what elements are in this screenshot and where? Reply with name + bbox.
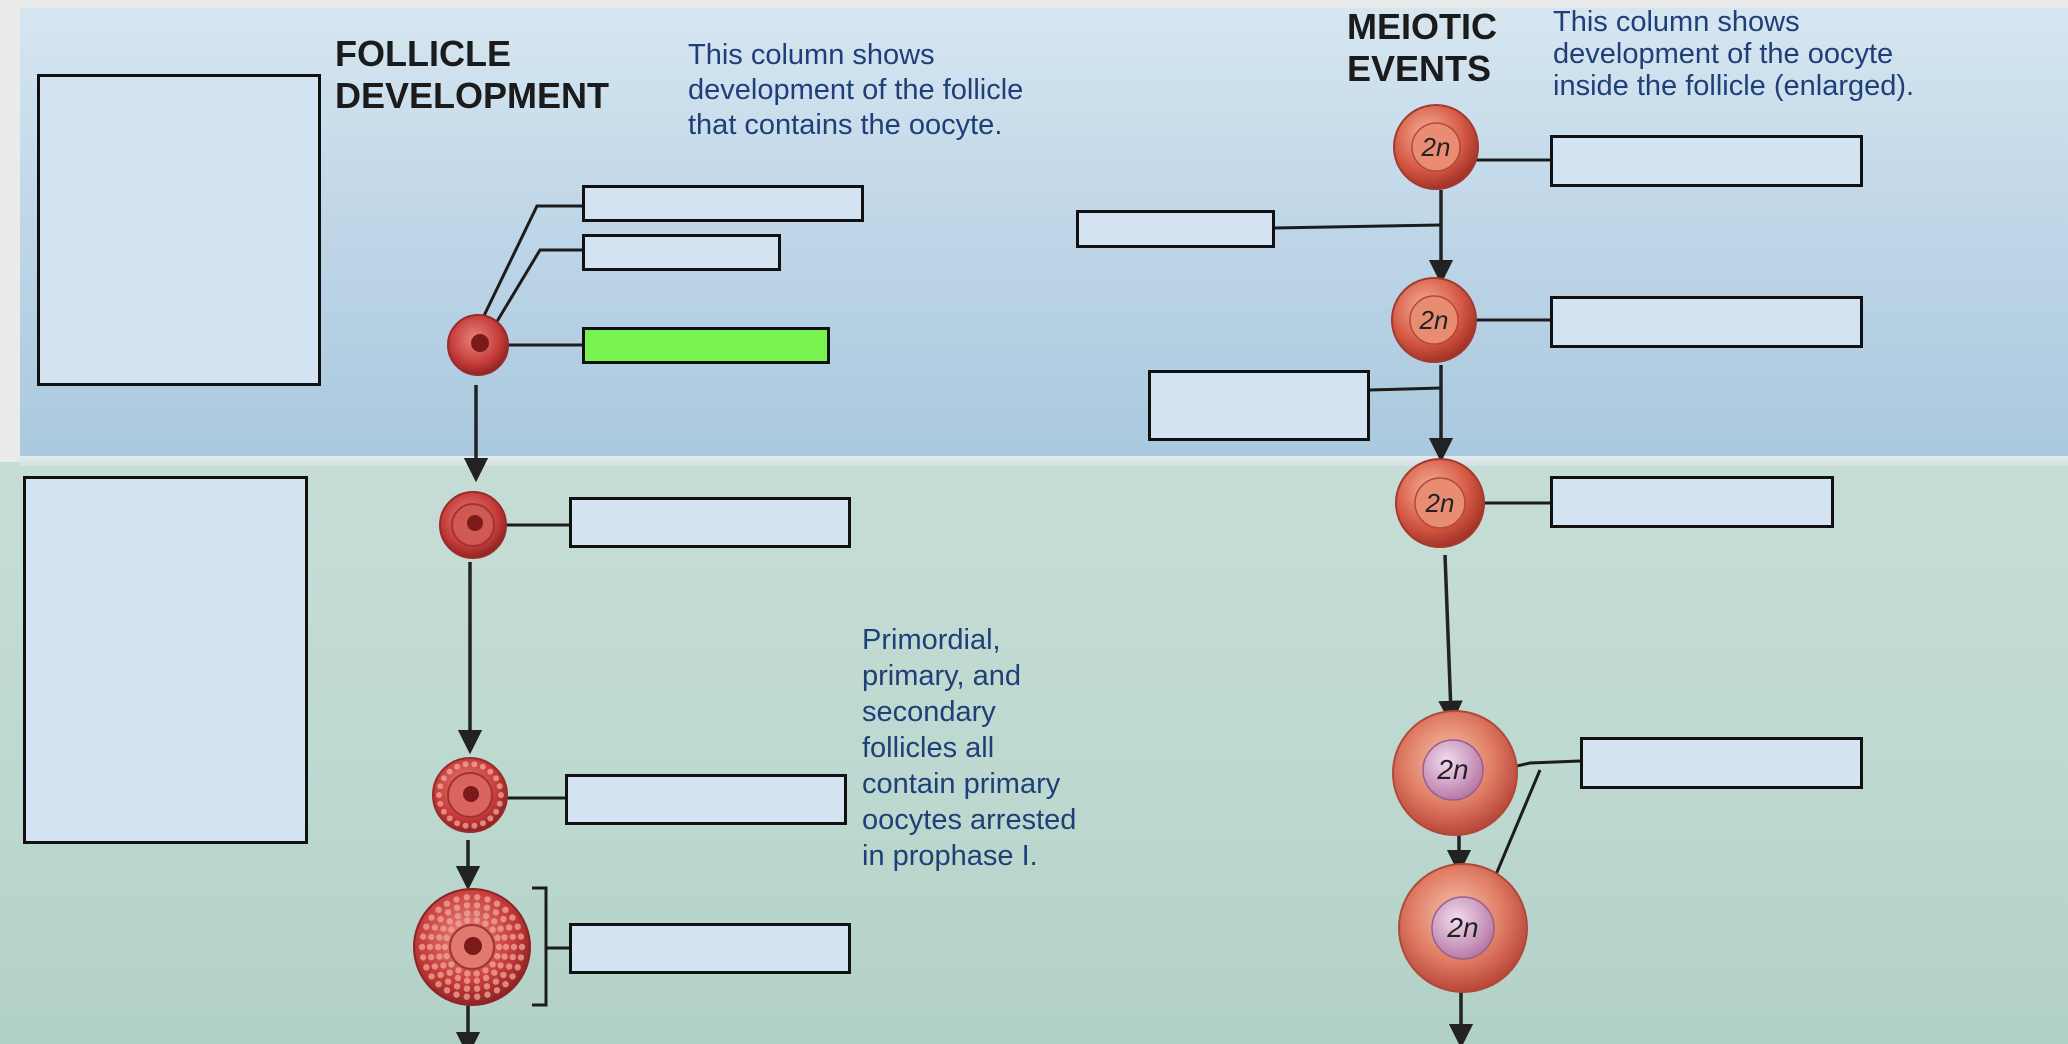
note-line: contain primary bbox=[862, 768, 1061, 800]
note-line: primary, and bbox=[862, 660, 1022, 692]
oocyte-label: 2n bbox=[1436, 754, 1468, 785]
meiotic-label-box-3[interactable] bbox=[1550, 476, 1834, 528]
stage-label-box-lower[interactable] bbox=[23, 476, 308, 844]
oocyte-4: 2n bbox=[1392, 710, 1518, 836]
oocyte-2: 2n bbox=[1391, 277, 1477, 363]
primary-follicle bbox=[439, 491, 507, 559]
follicle-label-box-growing[interactable] bbox=[569, 923, 851, 974]
meiotic-side-box-2[interactable] bbox=[1148, 370, 1370, 441]
oocyte-3: 2n bbox=[1395, 458, 1485, 548]
meiotic-connectors bbox=[1273, 158, 1581, 885]
follicle-label-box-primordial-highlighted[interactable] bbox=[582, 327, 830, 364]
granulosa-cells bbox=[436, 761, 504, 829]
bracket-line bbox=[532, 886, 548, 1007]
oocyte-5: 2n bbox=[1398, 863, 1528, 993]
stage-label-box-upper[interactable] bbox=[37, 74, 321, 386]
meiotic-events-heading: MEIOTIC EVENTS bbox=[1347, 6, 1497, 90]
note-line: Primordial, bbox=[862, 624, 1001, 656]
meiotic-side-box-1[interactable] bbox=[1076, 210, 1275, 248]
meiotic-label-box-4[interactable] bbox=[1580, 737, 1863, 789]
follicle-label-box-primary[interactable] bbox=[569, 497, 851, 548]
note-line: secondary bbox=[862, 696, 996, 728]
secondary-follicle bbox=[432, 757, 508, 833]
note-line: oocytes arrested bbox=[862, 804, 1077, 836]
heading-line: FOLLICLE bbox=[335, 33, 511, 74]
flow-arrow bbox=[1438, 554, 1463, 726]
note-line: This column shows bbox=[1553, 6, 1800, 38]
connector-line bbox=[1368, 386, 1442, 392]
note-line: development of the oocyte bbox=[1553, 38, 1894, 70]
follicle-label-box-2[interactable] bbox=[582, 234, 781, 271]
meiotic-flow-arrows bbox=[1428, 190, 1474, 1044]
granulosa-cells bbox=[426, 902, 518, 992]
connector-line bbox=[1507, 759, 1581, 770]
oocyte-1: 2n bbox=[1393, 104, 1479, 190]
note-line: This column shows bbox=[688, 39, 935, 71]
granulosa-cells bbox=[441, 917, 503, 977]
heading-line: DEVELOPMENT bbox=[335, 75, 610, 116]
heading-line: EVENTS bbox=[1347, 48, 1492, 89]
band-divider bbox=[20, 456, 2068, 466]
follicle-development-heading: FOLLICLE DEVELOPMENT bbox=[335, 33, 609, 117]
follicle-flow-arrows bbox=[455, 385, 489, 1044]
follicle-column-note: This column shows development of the fol… bbox=[688, 38, 1023, 143]
oocyte-label: 2n bbox=[1421, 132, 1451, 162]
follicle-label-box-1[interactable] bbox=[582, 185, 864, 222]
granulosa-cells bbox=[418, 894, 526, 1000]
connector-line bbox=[463, 204, 582, 356]
meiotic-label-box-2[interactable] bbox=[1550, 296, 1863, 348]
primordial-follicle bbox=[447, 314, 509, 376]
connector-line bbox=[1490, 769, 1542, 885]
follicle-label-box-secondary[interactable] bbox=[565, 774, 847, 825]
oocyte-label: 2n bbox=[1419, 305, 1449, 335]
meiotic-column-note: This column shows development of the ooc… bbox=[1553, 6, 1914, 102]
note-line: development of the follicle bbox=[688, 74, 1024, 106]
note-line: in prophase I. bbox=[862, 840, 1038, 872]
top-background-band bbox=[20, 8, 2068, 464]
oocyte-label: 2n bbox=[1446, 912, 1478, 943]
connector-line bbox=[1273, 223, 1442, 230]
heading-line: MEIOTIC bbox=[1347, 6, 1497, 47]
note-line: inside the follicle (enlarged). bbox=[1553, 70, 1915, 102]
prophase-arrest-note: Primordial, primary, and secondary folli… bbox=[862, 622, 1076, 874]
meiotic-label-box-1[interactable] bbox=[1550, 135, 1863, 187]
granulosa-cells bbox=[434, 910, 510, 984]
note-line: that contains the oocyte. bbox=[688, 109, 1003, 141]
note-line: follicles all bbox=[862, 732, 995, 764]
oocyte-label: 2n bbox=[1425, 488, 1455, 518]
follicle-connectors bbox=[463, 204, 582, 1007]
